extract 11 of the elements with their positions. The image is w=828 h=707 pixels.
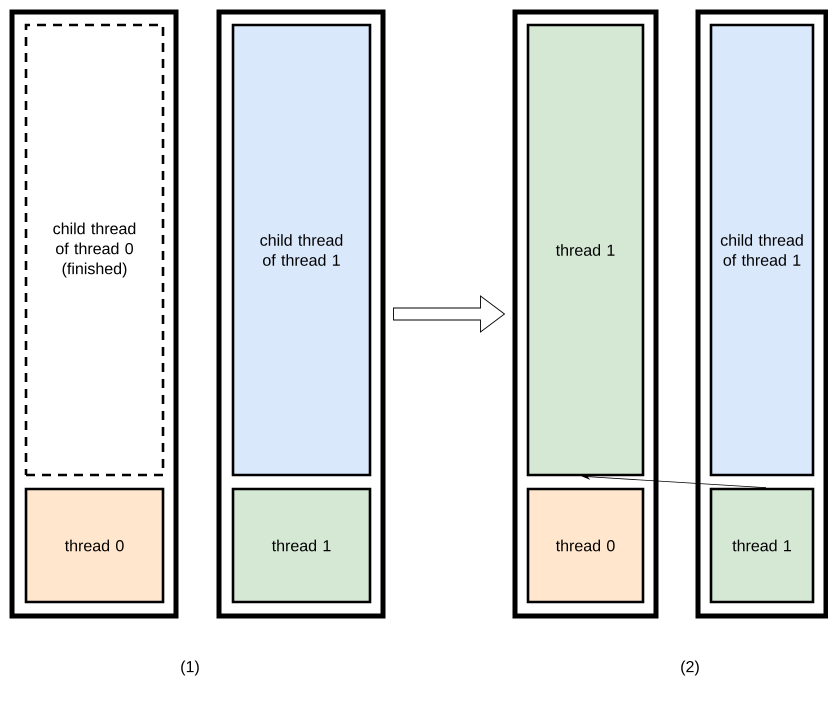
- thread-box: thread 1: [710, 488, 814, 604]
- panel-label: (2): [681, 660, 699, 676]
- thread-box: child thread of thread 1: [710, 24, 814, 476]
- block-arrow: [393, 295, 506, 333]
- thread-box: child thread of thread 1: [232, 24, 372, 476]
- thread-box: child thread of thread 0 (finished): [24, 24, 164, 476]
- panel-label: (1): [181, 660, 199, 676]
- thread-box: thread 1: [526, 24, 644, 476]
- thread-box: thread 0: [526, 488, 644, 604]
- thread-box: thread 0: [24, 488, 164, 604]
- thread-box: thread 1: [232, 488, 372, 604]
